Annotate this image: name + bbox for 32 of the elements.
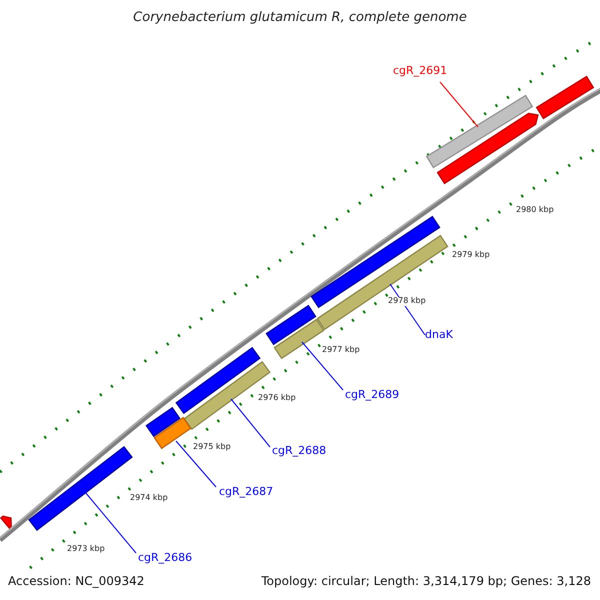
gene-bar <box>436 112 539 184</box>
tick-label: 2976 kbp <box>258 394 296 403</box>
leader-line <box>302 342 344 390</box>
tick-label: 2980 kbp <box>516 206 554 215</box>
gene-bar <box>0 516 12 529</box>
leader-line <box>176 440 216 488</box>
leader-line <box>84 492 136 554</box>
gene-bar <box>316 234 448 330</box>
gene-label: cgR_2686 <box>138 552 192 564</box>
gene-bar <box>274 318 324 360</box>
tick-label: 2979 kbp <box>452 251 490 260</box>
tick-label: 2975 kbp <box>193 443 231 452</box>
gene-bar <box>153 416 192 450</box>
gene-label: cgR_2688 <box>272 445 326 458</box>
gene-label: cgR_2687 <box>219 486 274 498</box>
leader-line <box>230 398 270 448</box>
gene-label: cgR_2689 <box>345 389 400 402</box>
gene-bar <box>145 406 181 438</box>
gene-bar <box>310 216 440 308</box>
gene-label: dnaK <box>425 329 453 342</box>
gene-label: cgR_2691 <box>393 65 448 78</box>
genome-info-text: Topology: circular; Length: 3,314,179 bp; Genes: 3,128 <box>261 575 591 588</box>
map-title: Corynebacterium glutamicum R, complete genome <box>132 11 468 26</box>
gene-bar <box>266 304 316 346</box>
leader-line <box>440 82 478 128</box>
tick-label: 2974 kbp <box>130 494 168 503</box>
accession-text: Accession: NC_009342 <box>8 575 144 588</box>
gene-bar <box>426 94 534 168</box>
tick-label: 2977 kbp <box>322 346 360 355</box>
tick-label: 2973 kbp <box>67 545 105 554</box>
tick-label: 2978 kbp <box>388 297 426 306</box>
gene-bar <box>536 76 594 120</box>
